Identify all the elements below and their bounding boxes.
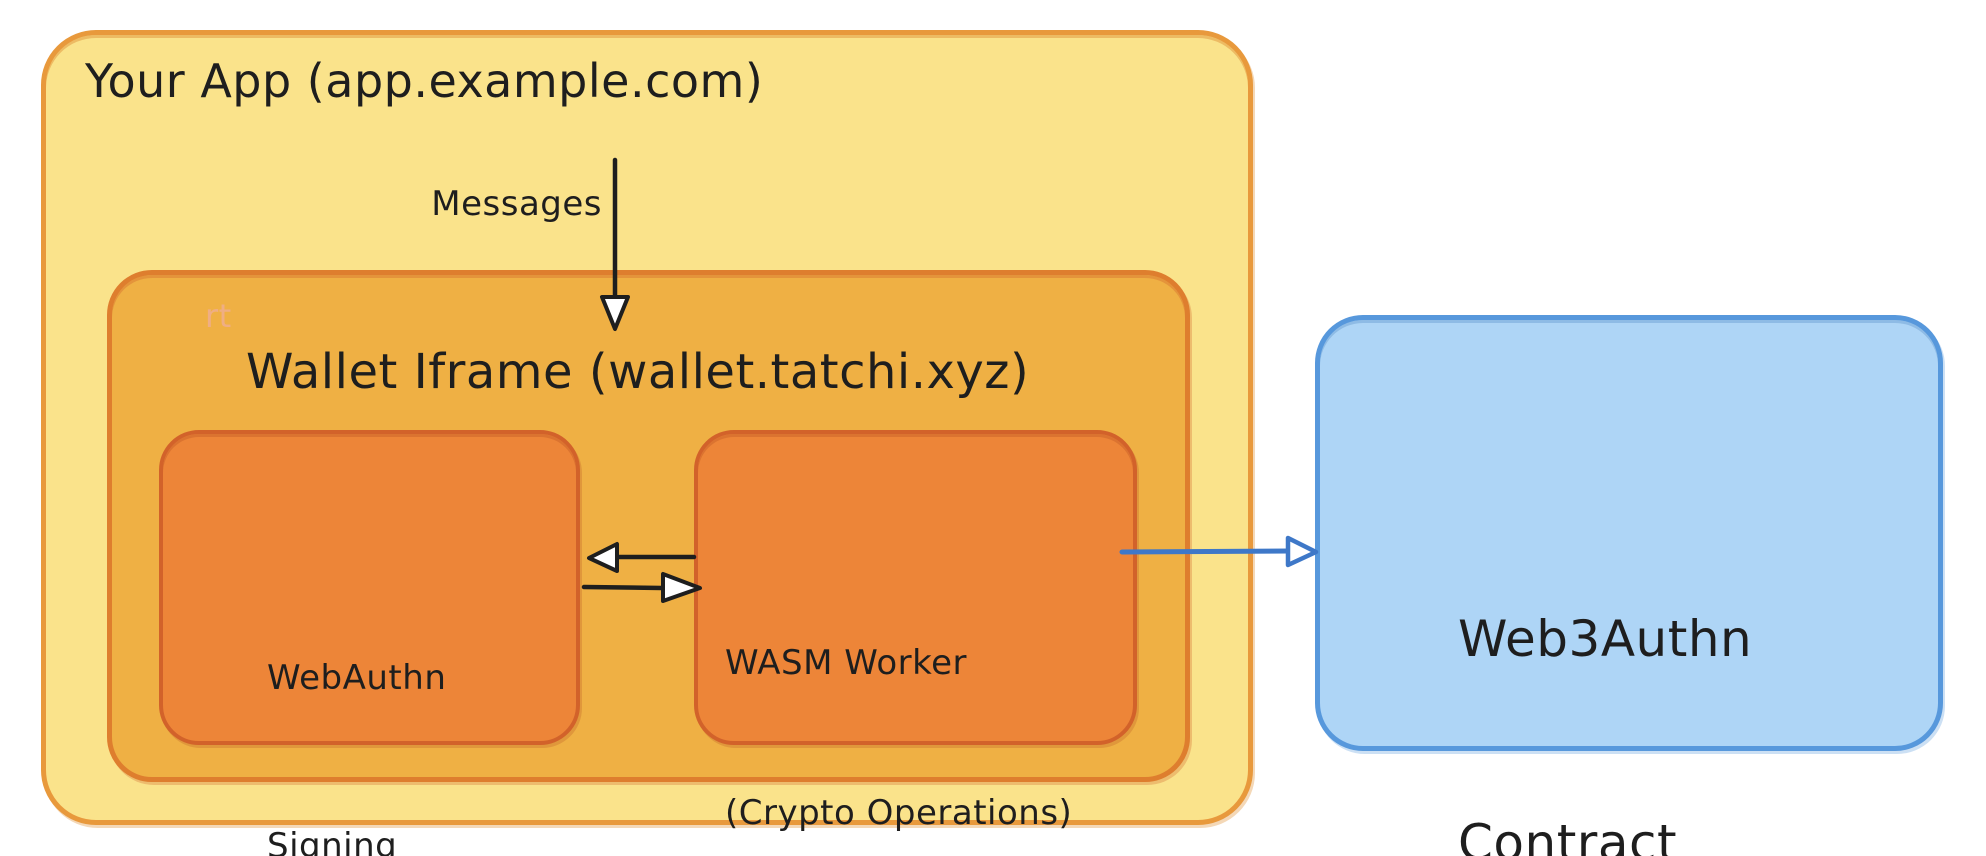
webauthn-signing-label-line1: WebAuthn — [267, 658, 447, 698]
webauthn-signing-label: WebAuthn Signing — [267, 538, 446, 856]
watermark-text: rt — [205, 297, 232, 335]
web3authn-contract-label-line2: Contract — [1458, 814, 1678, 856]
wasm-worker-label: WASM Worker (Crypto Operations) — [725, 538, 1072, 856]
wasm-worker-label-line1: WASM Worker — [725, 643, 968, 683]
wasm-worker-box — [694, 430, 1137, 745]
web3authn-contract-label: Web3Authn Contract — [1458, 469, 1752, 856]
webauthn-signing-label-line2: Signing — [267, 826, 398, 856]
web3authn-contract-label-line1: Web3Authn — [1458, 610, 1753, 668]
webauthn-signing-box — [159, 430, 580, 745]
messages-label: Messages — [431, 184, 602, 224]
your-app-label: Your App (app.example.com) — [85, 54, 764, 108]
web3authn-contract-box — [1315, 315, 1943, 751]
wallet-iframe-label: Wallet Iframe (wallet.tatchi.xyz) — [246, 344, 1030, 400]
wasm-worker-label-line2: (Crypto Operations) — [725, 793, 1073, 833]
